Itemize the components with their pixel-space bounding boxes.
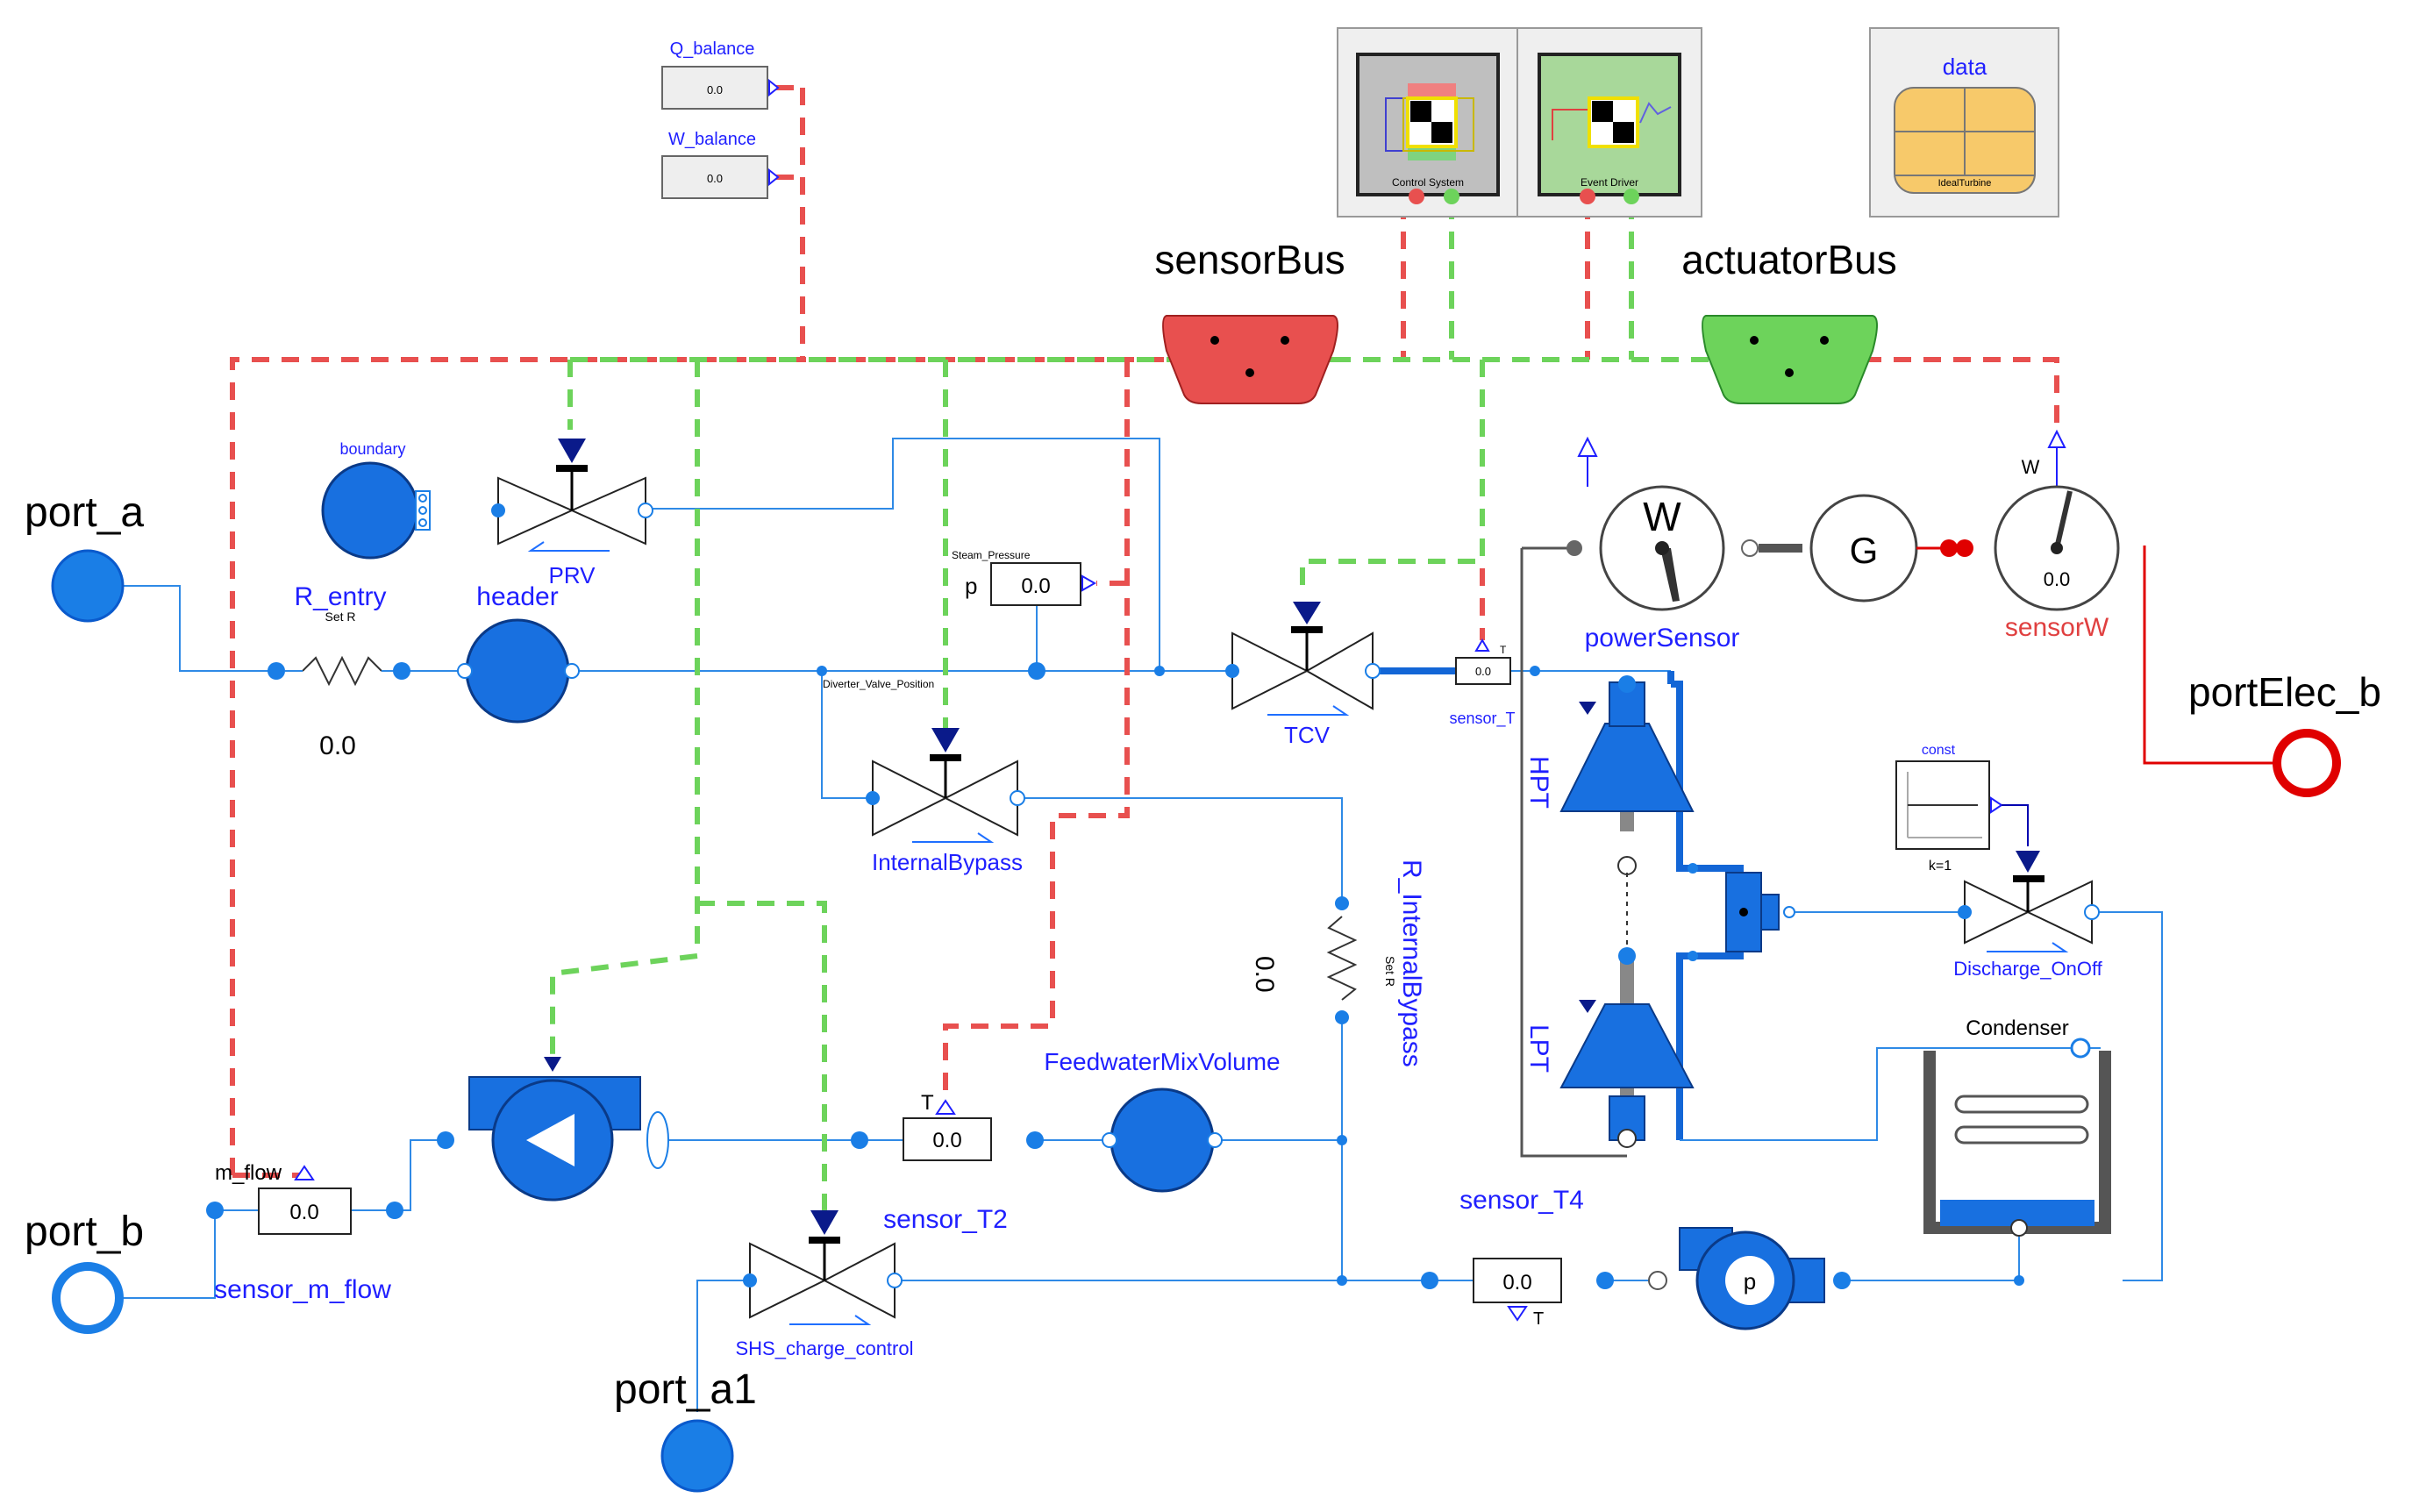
sensor-t-label: sensor_T (1449, 710, 1515, 728)
w-balance-label: W_balance (668, 130, 756, 149)
internal-bypass-valve[interactable]: InternalBypass (866, 728, 1025, 875)
m-flow-value: 0.0 (289, 1201, 318, 1224)
power-sensor-label: powerSensor (1585, 624, 1740, 653)
q-balance-output: Q_balance 0.0 (661, 39, 780, 110)
port-a1-label: port_a1 (614, 1366, 757, 1413)
sensor-t2-port: T (921, 1091, 934, 1115)
power-sensor[interactable]: W powerSensor (1566, 436, 1759, 653)
control-system-label: Control System (1392, 176, 1464, 189)
r-entry-value: 0.0 (319, 731, 356, 760)
power-sensor-glyph: W (1643, 494, 1681, 539)
internal-bypass-label: InternalBypass (872, 849, 1023, 875)
const-block[interactable]: const k=1 (1895, 743, 2029, 874)
pump-glyph: p (1744, 1268, 1756, 1294)
condensate-pump[interactable]: p (1679, 1227, 1851, 1330)
div-junction (817, 666, 827, 676)
const-k: k=1 (1929, 859, 1952, 874)
tcv-valve[interactable]: TCV (1225, 602, 1381, 748)
hpt-label: HPT (1524, 756, 1553, 809)
r-entry-resistor[interactable]: R_entry Set R 0.0 (268, 582, 410, 760)
sensor-w[interactable]: W 0.0 sensorW (1994, 429, 2120, 642)
r-entry-set-label: Set R (325, 610, 355, 624)
generator[interactable]: G (1809, 494, 1918, 603)
port-b-label: port_b (25, 1209, 144, 1255)
port-elec-b[interactable]: portElec_b (2143, 546, 2381, 797)
sensor-t2-label: sensor_T2 (883, 1205, 1008, 1234)
const-title: const (1922, 743, 1956, 758)
gen-elec-port (1940, 539, 1958, 557)
r-internal-bypass[interactable]: R_InternalBypass Set R 0.0 (1250, 859, 1426, 1067)
sensor-t2[interactable]: T 0.0 sensor_T2 (851, 1091, 1044, 1234)
r-internal-bypass-label: R_InternalBypass (1397, 859, 1426, 1067)
actuator-bus[interactable]: actuatorBus (1681, 237, 1897, 404)
hpt-turbine[interactable]: HPT (1524, 675, 1695, 875)
tcv-label: TCV (1284, 722, 1331, 748)
port-a-label: port_a (25, 489, 144, 536)
r-internal-bypass-set: Set R (1383, 956, 1397, 987)
w-balance-value: 0.0 (707, 172, 723, 185)
boundary-label: boundary (339, 440, 405, 458)
feed-pump[interactable] (437, 1057, 669, 1202)
condenser[interactable]: Condenser (1923, 1016, 2111, 1286)
data-block[interactable]: data IdealTurbine (1869, 27, 2059, 218)
port-a[interactable]: port_a (25, 489, 144, 623)
steam-pressure-p: p (965, 573, 977, 599)
lpt-turbine[interactable]: LPT (1524, 947, 1695, 1148)
sensor-w-value: 0.0 (2044, 568, 2071, 590)
sensor-t-value: 0.0 (1475, 665, 1491, 678)
sensor-t4-port: T (1533, 1309, 1544, 1329)
m-flow-port: m_flow (215, 1161, 282, 1185)
steam-pressure-value: 0.0 (1021, 574, 1050, 598)
moisture-separator[interactable] (1688, 863, 1795, 961)
sensor-t2-value: 0.0 (932, 1129, 961, 1152)
feedwater-label: FeedwaterMixVolume (1044, 1048, 1280, 1075)
junction (1154, 666, 1165, 676)
port-a1[interactable]: port_a1 (614, 1366, 757, 1493)
sensor-m-flow[interactable]: m_flow 0.0 sensor_m_flow (206, 1161, 403, 1304)
control-system-block[interactable]: Control System (1337, 27, 1518, 218)
prv-label: PRV (549, 562, 596, 588)
w-balance-output: W_balance 0.0 (661, 130, 780, 199)
q-balance-value: 0.0 (707, 83, 723, 96)
sensor-m-flow-label: sensor_m_flow (214, 1275, 391, 1304)
sensor-bus-label: sensorBus (1154, 237, 1345, 282)
lpt-label: LPT (1524, 1024, 1553, 1073)
data-title: data (1943, 53, 1987, 80)
r-internal-bypass-value: 0.0 (1250, 956, 1279, 993)
steam-pressure-name: Steam_Pressure (952, 549, 1031, 561)
shs-charge-valve[interactable]: SHS_charge_control (735, 1210, 914, 1359)
sensor-bus[interactable]: sensorBus (1154, 237, 1345, 404)
discharge-valve[interactable]: Discharge_OnOff (1953, 851, 2103, 980)
feedwater-mix-volume[interactable]: FeedwaterMixVolume (1044, 1048, 1347, 1193)
sensor-w-label: sensorW (2005, 613, 2109, 642)
div-valve-position-label: Diverter_Valve_Position (823, 678, 934, 690)
port-b[interactable]: port_b (25, 1209, 144, 1334)
data-subtitle: IdealTurbine (1938, 178, 1992, 189)
header-volume[interactable]: header (457, 582, 580, 724)
condenser-label: Condenser (1966, 1016, 2068, 1040)
discharge-label: Discharge_OnOff (1953, 958, 2102, 980)
r-entry-label: R_entry (294, 582, 386, 611)
sensor-w-out-label: W (2022, 456, 2040, 478)
shs-label: SHS_charge_control (735, 1337, 913, 1359)
sensor-t4[interactable]: sensor_T4 0.0 T (1337, 1186, 1667, 1329)
generator-glyph: G (1850, 530, 1879, 571)
sensor-w-elec-port (1956, 539, 1973, 557)
q-balance-label: Q_balance (670, 39, 755, 59)
header-label: header (476, 582, 558, 611)
prv-valve[interactable]: PRV (491, 439, 653, 588)
event-driver-block[interactable]: Event Driver (1516, 27, 1702, 218)
sensor-t4-label: sensor_T4 (1459, 1186, 1584, 1215)
sensor-t4-value: 0.0 (1502, 1271, 1531, 1294)
event-driver-label: Event Driver (1581, 176, 1638, 189)
steam-pressure-sensor[interactable]: Steam_Pressure p 0.0 (952, 549, 1097, 680)
actuator-bus-label: actuatorBus (1681, 237, 1896, 282)
port-elec-b-label: portElec_b (2188, 669, 2381, 715)
sensor-t-port: T (1500, 644, 1507, 656)
boundary[interactable]: boundary (321, 440, 431, 560)
sensor-t[interactable]: T 0.0 sensor_T (1449, 638, 1540, 728)
